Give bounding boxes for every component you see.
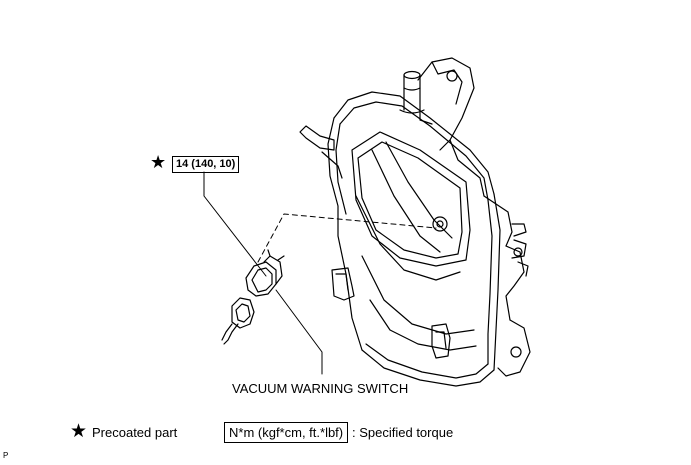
legend-torque-desc: : Specified torque — [352, 425, 454, 440]
page-code: P — [3, 451, 9, 460]
torque-leader-line — [203, 171, 267, 277]
legend-star-icon: ★ — [70, 421, 88, 442]
label-leader-line — [275, 289, 323, 375]
tank-body — [299, 91, 501, 387]
switch-connector — [221, 297, 255, 345]
mounting-bracket — [417, 57, 531, 377]
legend-precoated-label: Precoated part — [92, 425, 178, 440]
torque-value-box: 14 (140, 10) — [172, 156, 240, 173]
vacuum-nipple — [399, 70, 433, 125]
part-label: VACUUM WARNING SWITCH — [232, 381, 409, 396]
install-guide-dashed-line — [257, 213, 437, 263]
vacuum-warning-switch — [245, 249, 285, 297]
precoated-star-icon: ★ — [150, 152, 167, 172]
legend-torque-units-box: N*m (kgf*cm, ft.*lbf) — [224, 422, 349, 443]
